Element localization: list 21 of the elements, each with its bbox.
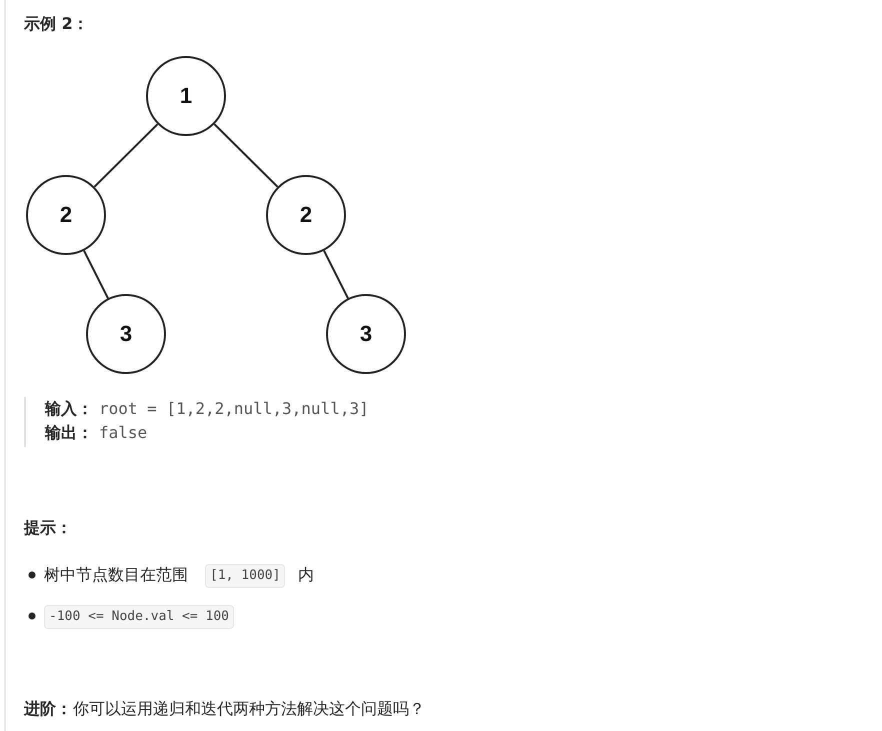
tree-edge (83, 250, 109, 299)
section-heading: 进阶： (24, 698, 72, 720)
field-label: 输出： (45, 422, 93, 444)
tree-edge (323, 250, 349, 299)
tree-edge (94, 123, 158, 188)
tree-edge (214, 123, 278, 188)
tree-node: 2 (266, 175, 346, 255)
tree-node: 1 (146, 56, 226, 136)
section-heading: 提示： (24, 517, 72, 539)
field-label: 输入： (45, 398, 93, 420)
inline-code: -100 <= Node.val <= 100 (44, 605, 234, 629)
hint-text: 内 (298, 564, 314, 586)
hint-text: 树中节点数目在范围 (44, 564, 188, 586)
tree-node: 3 (86, 294, 166, 374)
example-heading: 示例 2： (24, 13, 89, 35)
input-value: root = [1,2,2,null,3,null,3] (99, 398, 369, 420)
tree-node: 2 (26, 175, 106, 255)
output-value: false (99, 422, 148, 444)
tree-node: 3 (326, 294, 406, 374)
inline-code: [1, 1000] (205, 564, 286, 588)
question-text: 你可以运用递归和迭代两种方法解决这个问题吗？ (73, 698, 425, 720)
